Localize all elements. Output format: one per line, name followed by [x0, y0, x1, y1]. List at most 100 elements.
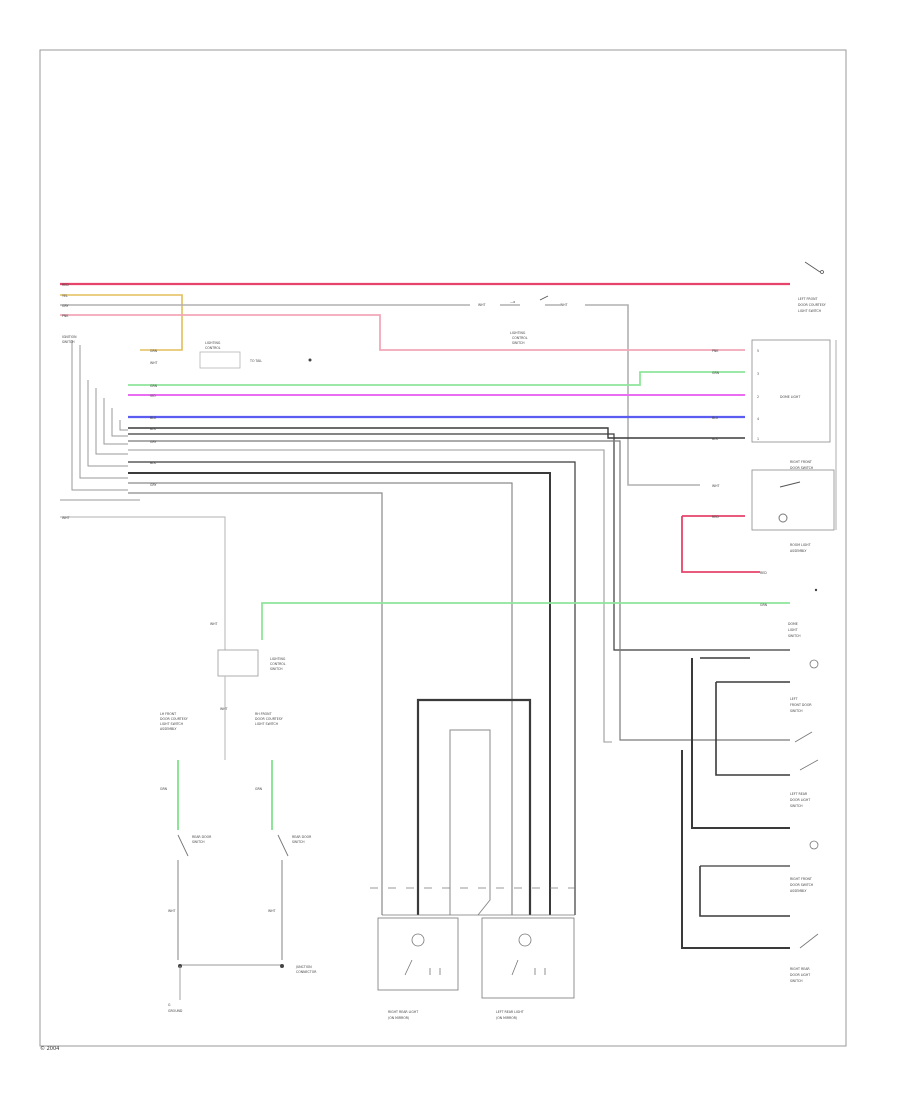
svg-text:ASSEMBLY: ASSEMBLY: [790, 549, 807, 553]
svg-text:WHT: WHT: [62, 516, 70, 520]
svg-text:BLK: BLK: [150, 427, 157, 431]
left-harness: [60, 340, 140, 501]
svg-text:SWITCH: SWITCH: [292, 840, 305, 844]
svg-text:BLU: BLU: [150, 416, 157, 420]
svg-text:WHT: WHT: [712, 484, 720, 488]
svg-text:LIGHTING: LIGHTING: [510, 331, 526, 335]
svg-text:RH FRONT: RH FRONT: [255, 712, 272, 716]
svg-text:PNK: PNK: [712, 349, 719, 353]
svg-text:BLK: BLK: [150, 461, 157, 465]
svg-text:CONNECTOR: CONNECTOR: [296, 970, 317, 974]
svg-text:REAR DOOR: REAR DOOR: [292, 835, 312, 839]
svg-text:3: 3: [757, 372, 759, 376]
svg-text:SWITCH: SWITCH: [62, 340, 75, 344]
svg-text:RED: RED: [760, 571, 767, 575]
svg-text:SWITCH: SWITCH: [788, 634, 801, 638]
wire-gray-4: [128, 482, 513, 915]
svg-text:GRN: GRN: [712, 371, 720, 375]
footer-copyright: © 2004: [40, 1046, 60, 1052]
left-connector-labels: RED YEL GRY PNK IGNITION SWITCH GRN WHT …: [62, 283, 158, 487]
svg-text:LIGHTING: LIGHTING: [205, 341, 221, 345]
svg-text:LEFT REAR: LEFT REAR: [790, 792, 808, 796]
svg-text:WHT: WHT: [220, 707, 228, 711]
svg-text:GRN: GRN: [150, 384, 158, 388]
svg-text:5: 5: [757, 349, 759, 353]
map-light: RIGHT FRONT DOOR SWITCH WHT RED RED ROOM…: [681, 460, 835, 592]
svg-text:WHT: WHT: [168, 909, 176, 913]
svg-text:RED: RED: [712, 515, 719, 519]
svg-text:WHT: WHT: [210, 622, 218, 626]
svg-text:WHT: WHT: [268, 909, 276, 913]
top-right-switch: LEFT FRONT DOOR COURTESY LIGHT SWITCH: [798, 261, 826, 313]
svg-text:LIGHTING: LIGHTING: [270, 657, 286, 661]
svg-text:WHT: WHT: [560, 303, 568, 307]
svg-text:GRY: GRY: [150, 440, 156, 444]
svg-text:PNK: PNK: [62, 314, 69, 318]
svg-text:RED: RED: [62, 283, 69, 287]
svg-text:1: 1: [757, 437, 759, 441]
rear-lamp-right: LEFT REAR LIGHT (ON MIRROR): [481, 917, 575, 1020]
svg-text:FRONT DOOR: FRONT DOOR: [790, 703, 812, 707]
svg-text:LIGHT SWITCH: LIGHT SWITCH: [160, 722, 184, 726]
svg-text:CONTROL: CONTROL: [512, 336, 528, 340]
svg-text:ASSEMBLY: ASSEMBLY: [160, 727, 177, 731]
junction-switch: WHT —o WHT LIGHTING CONTROL SWITCH: [478, 295, 568, 345]
svg-text:CONTROL: CONTROL: [270, 662, 286, 666]
svg-text:SWITCH: SWITCH: [270, 667, 283, 671]
wire-gray-left-vertical: WHT WHT: [60, 516, 226, 650]
svg-text:DOME: DOME: [788, 622, 798, 626]
svg-text:VIO: VIO: [150, 394, 156, 398]
svg-text:2: 2: [757, 395, 759, 399]
svg-text:LEFT: LEFT: [790, 697, 798, 701]
svg-text:CONTROL: CONTROL: [205, 346, 221, 350]
svg-text:WHT: WHT: [150, 361, 158, 365]
wire-pink: [60, 314, 745, 351]
svg-text:LEFT REAR LIGHT: LEFT REAR LIGHT: [496, 1010, 524, 1014]
svg-text:GRN: GRN: [160, 787, 168, 791]
svg-text:SWITCH: SWITCH: [790, 709, 803, 713]
svg-text:GRN: GRN: [760, 603, 768, 607]
wire-green-dl: [128, 371, 745, 386]
wire-black-4: [128, 472, 551, 915]
svg-text:BLU: BLU: [712, 416, 719, 420]
rear-lamp-left: RIGHT REAR LIGHT (ON MIRROR): [377, 917, 459, 1020]
dome-light-label: DOME LIGHT: [780, 395, 800, 399]
svg-text:LIGHT: LIGHT: [788, 628, 798, 632]
svg-text:DOOR LIGHT: DOOR LIGHT: [790, 973, 810, 977]
diagram-border: [39, 49, 847, 1047]
svg-text:BLK: BLK: [712, 437, 719, 441]
svg-text:DOOR LIGHT: DOOR LIGHT: [790, 798, 810, 802]
wire-green-long: GRN: [261, 602, 790, 640]
svg-text:GRN: GRN: [255, 787, 263, 791]
svg-text:G: G: [168, 1003, 171, 1007]
svg-text:GRY: GRY: [62, 304, 68, 308]
svg-text:(ON MIRROR): (ON MIRROR): [388, 1016, 409, 1020]
right-side-loops: [681, 657, 790, 949]
svg-text:SWITCH: SWITCH: [790, 979, 803, 983]
wire-gray-2: [128, 440, 790, 741]
svg-text:LIGHT SWITCH: LIGHT SWITCH: [798, 309, 822, 313]
svg-text:DOOR SWITCH: DOOR SWITCH: [790, 883, 814, 887]
wire-gray-3: [128, 449, 612, 743]
svg-text:TO TAIL: TO TAIL: [249, 359, 262, 363]
svg-text:YEL: YEL: [62, 294, 68, 298]
svg-text:ROOM LIGHT: ROOM LIGHT: [790, 543, 811, 547]
svg-text:RIGHT FRONT: RIGHT FRONT: [790, 877, 812, 881]
svg-text:JUNCTION: JUNCTION: [295, 965, 312, 969]
svg-text:GROUND: GROUND: [168, 1009, 183, 1013]
svg-text:DOOR COURTESY: DOOR COURTESY: [255, 717, 283, 721]
svg-text:ASSEMBLY: ASSEMBLY: [790, 889, 807, 893]
svg-text:LIGHT SWITCH: LIGHT SWITCH: [255, 722, 279, 726]
svg-text:WHT: WHT: [478, 303, 486, 307]
svg-text:GRN: GRN: [150, 349, 158, 353]
svg-text:—o: —o: [510, 300, 515, 304]
svg-text:RIGHT REAR LIGHT: RIGHT REAR LIGHT: [388, 1010, 418, 1014]
wire-black-1: [128, 427, 745, 439]
left-door-switches: LH FRONT DOOR COURTESY LIGHT SWITCH ASSE…: [160, 712, 317, 1013]
center-relay: LIGHTING CONTROL TO TAIL: [199, 341, 312, 369]
svg-text:RIGHT REAR: RIGHT REAR: [790, 967, 810, 971]
svg-text:SWITCH: SWITCH: [512, 341, 525, 345]
door-control-relay: LIGHTING CONTROL SWITCH WHT: [217, 649, 286, 760]
svg-text:REAR DOOR: REAR DOOR: [192, 835, 212, 839]
